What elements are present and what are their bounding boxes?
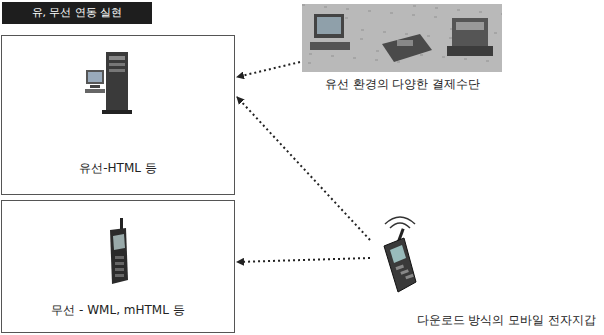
dotted-arrow	[237, 97, 370, 240]
mobile-wallet: 다운로드 방식의 모바일 전자지갑	[370, 212, 602, 332]
node-text: 유선 환경의 다양한 결제수단	[323, 77, 482, 92]
node-text: 유선-HTML 등	[77, 161, 159, 176]
payment-means: 유선 환경의 다양한 결제수단	[300, 2, 505, 94]
wired-box-icon	[84, 48, 144, 118]
wired-box: 유선-HTML 등	[1, 35, 235, 195]
wireless-box: 무선 - WML, mHTML 등	[1, 200, 235, 333]
payment-means-icon	[302, 4, 502, 72]
dotted-arrow	[237, 62, 300, 77]
dotted-arrow	[237, 258, 370, 262]
mobile-wallet-icon	[370, 216, 430, 296]
wireless-box-icon	[102, 215, 132, 287]
node-text: 무선 - WML, mHTML 등	[49, 303, 186, 318]
title-band: 유, 무선 연동 실현	[2, 2, 152, 24]
node-text: 다운로드 방식의 모바일 전자지갑	[415, 313, 598, 328]
